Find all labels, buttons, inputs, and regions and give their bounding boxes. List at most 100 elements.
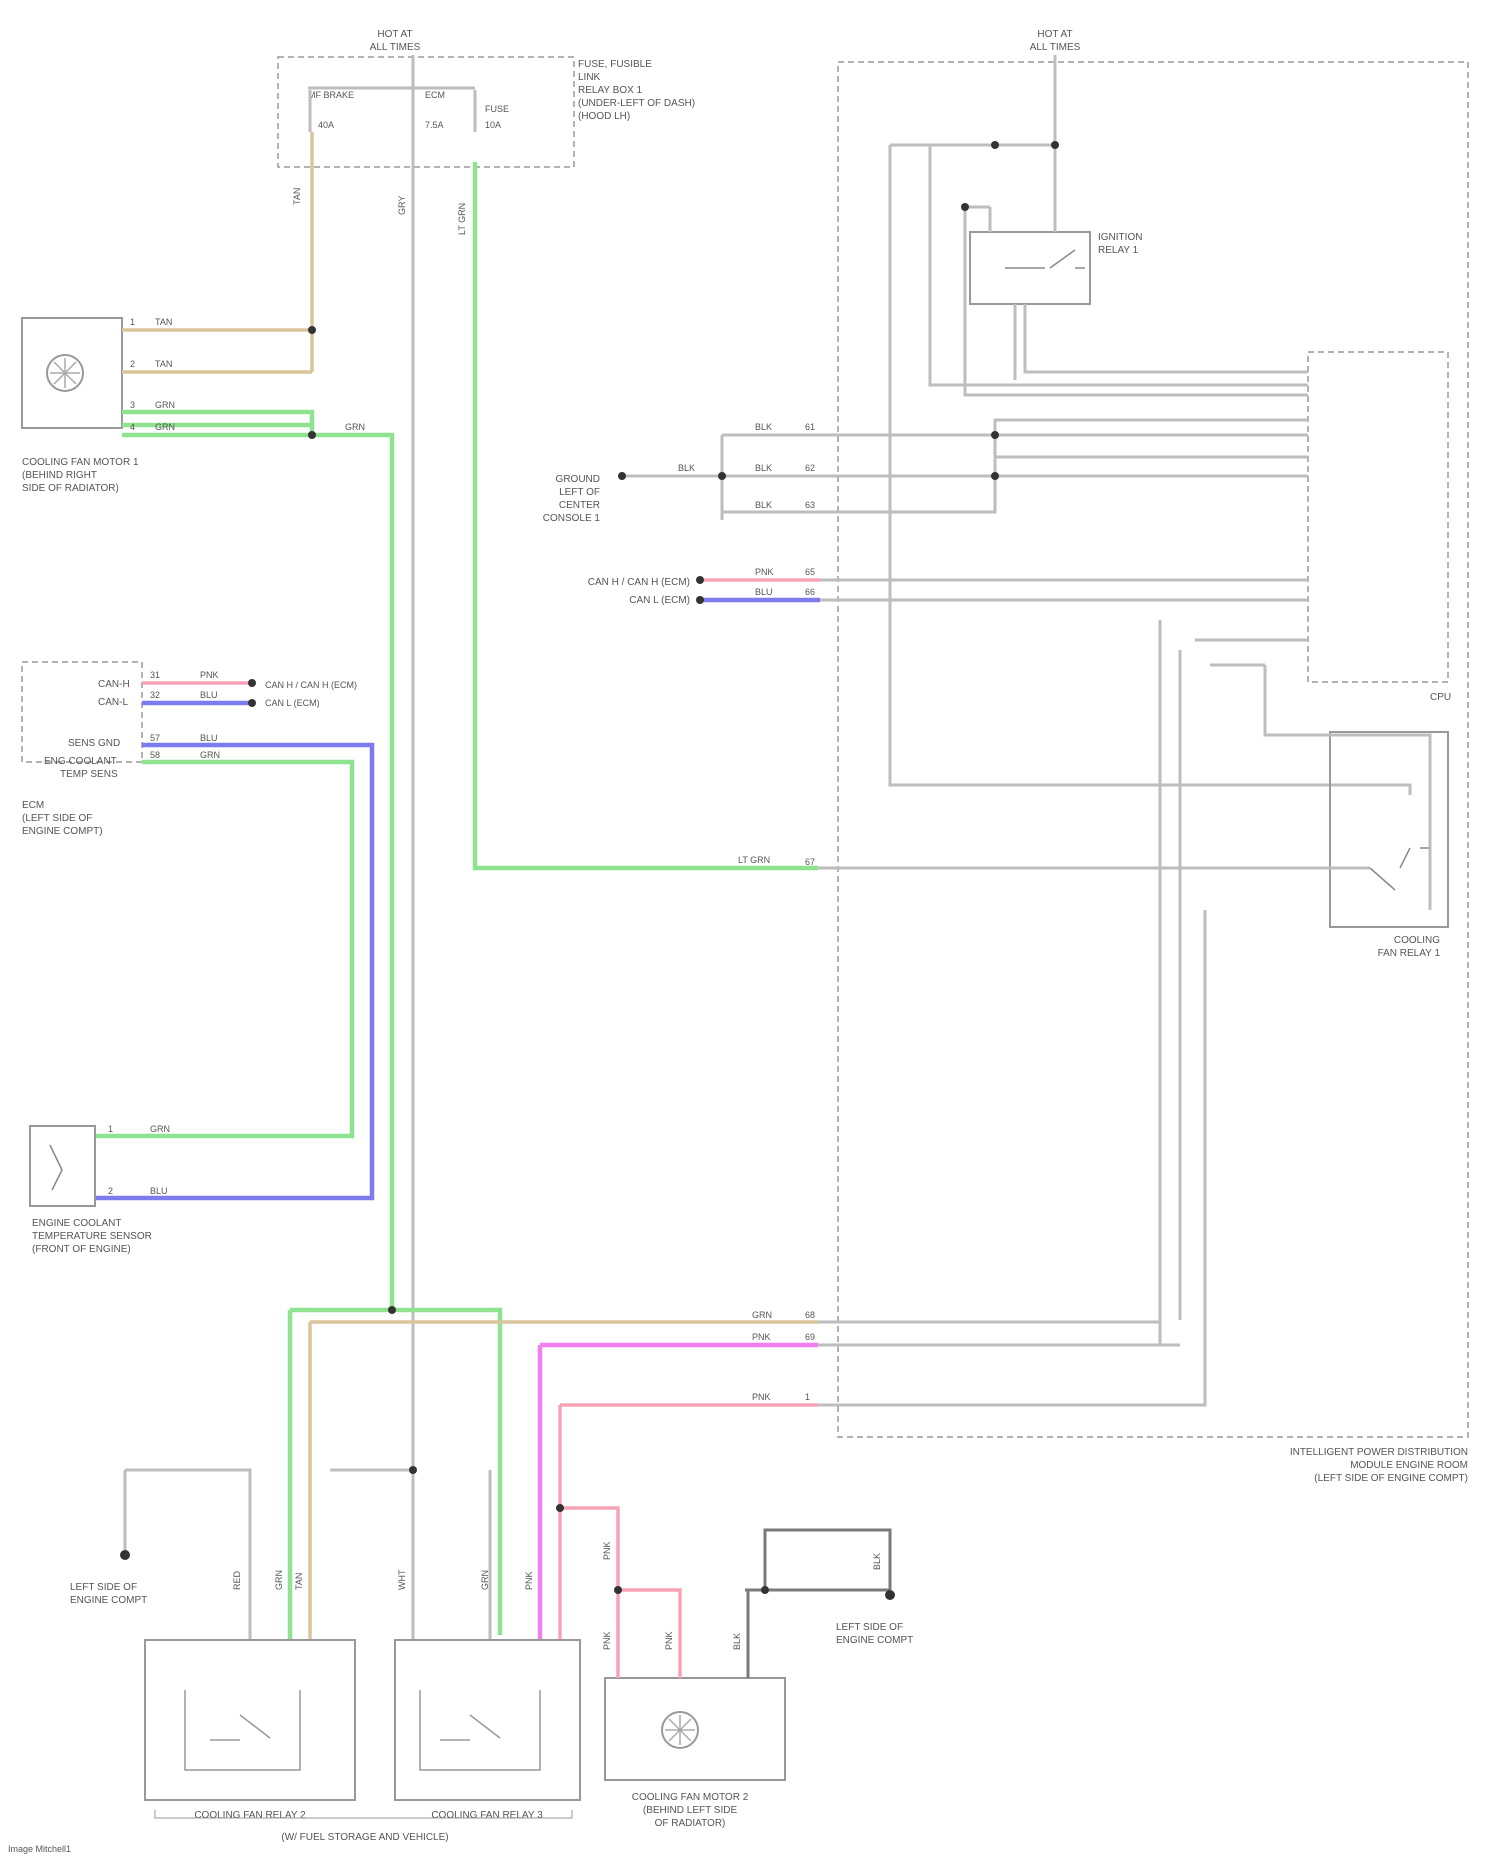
relay-switch-icon (420, 1690, 540, 1770)
ect-sensor-label: ENGINE COOLANT TEMPERATURE SENSOR (FRONT… (32, 1218, 152, 1255)
svg-text:LT GRN: LT GRN (457, 203, 467, 235)
wire-blu-ect (95, 745, 372, 1198)
svg-text:WHT: WHT (397, 1569, 407, 1590)
svg-text:GRN: GRN (200, 750, 220, 760)
svg-text:ALL TIMES: ALL TIMES (370, 42, 421, 53)
svg-text:ENGINE COMPT: ENGINE COMPT (836, 1635, 913, 1646)
fuse-box-label: FUSE, FUSIBLE LINK RELAY BOX 1 (UNDER-LE… (578, 59, 695, 122)
svg-text:COOLING FAN MOTOR 2: COOLING FAN MOTOR 2 (632, 1792, 749, 1803)
ecm-label: ECM (LEFT SIDE OF ENGINE COMPT) (22, 800, 103, 837)
svg-text:BLK: BLK (678, 463, 695, 473)
svg-text:58: 58 (150, 750, 160, 760)
cooling-fan-motor-2 (605, 1678, 785, 1780)
fuse-three: FUSE 10A (485, 104, 509, 130)
splice-dot (696, 576, 704, 584)
wire-grn-bus (290, 1310, 500, 1635)
svg-text:GRN: GRN (752, 1310, 772, 1320)
svg-text:FUSE: FUSE (485, 104, 509, 114)
ipdm-label: INTELLIGENT POWER DISTRIBUTION MODULE EN… (1290, 1447, 1468, 1484)
svg-text:TAN: TAN (294, 1573, 304, 1590)
ground-bottom-left-label: LEFT SIDE OF ENGINE COMPT (70, 1582, 147, 1606)
splice-dot (991, 431, 999, 439)
svg-text:FUSE, FUSIBLE: FUSE, FUSIBLE (578, 59, 652, 70)
svg-text:7.5A: 7.5A (425, 120, 444, 130)
relay-block-1-label: COOLING FAN RELAY 2 (194, 1810, 306, 1821)
svg-text:PNK: PNK (664, 1631, 674, 1650)
svg-text:2: 2 (130, 359, 135, 369)
svg-text:PNK: PNK (602, 1631, 612, 1650)
fuse-bus-wire (308, 55, 475, 90)
svg-text:GRN: GRN (150, 1124, 170, 1134)
svg-text:ENGINE COOLANT: ENGINE COOLANT (32, 1218, 121, 1229)
svg-text:PNK: PNK (752, 1392, 771, 1402)
cooling-fan-relay-3 (395, 1640, 580, 1800)
svg-text:CAN L (ECM): CAN L (ECM) (265, 698, 320, 708)
svg-text:BLU: BLU (755, 587, 773, 597)
svg-text:COOLING FAN MOTOR 1: COOLING FAN MOTOR 1 (22, 457, 139, 468)
svg-text:CAN-H: CAN-H (98, 679, 130, 690)
svg-text:(BEHIND LEFT SIDE: (BEHIND LEFT SIDE (643, 1805, 738, 1816)
splice-dot (248, 699, 256, 707)
cooling-fan-motor-2-label: COOLING FAN MOTOR 2 (BEHIND LEFT SIDE OF… (632, 1792, 749, 1829)
svg-text:GRN: GRN (274, 1570, 284, 1590)
svg-text:CENTER: CENTER (559, 500, 600, 511)
fuse-ecm: ECM 7.5A (425, 90, 445, 130)
wire-gnd-network (622, 420, 1308, 520)
svg-text:GRY: GRY (397, 196, 407, 215)
splice-dot (614, 1586, 622, 1594)
relay-switch-icon (1005, 250, 1085, 268)
pin-label: 67 (805, 857, 815, 867)
fuse-mf-brake: MF BRAKE 40A (308, 90, 354, 130)
svg-text:MF BRAKE: MF BRAKE (308, 90, 354, 100)
svg-text:INTELLIGENT POWER DISTRIBUTION: INTELLIGENT POWER DISTRIBUTION (1290, 1447, 1468, 1458)
svg-text:IGNITION: IGNITION (1098, 232, 1142, 243)
svg-text:BLK: BLK (755, 463, 772, 473)
svg-text:LEFT OF: LEFT OF (559, 487, 600, 498)
svg-text:CONSOLE 1: CONSOLE 1 (543, 513, 601, 524)
splice-dot (388, 1306, 396, 1314)
svg-text:BLK: BLK (755, 422, 772, 432)
cpu-box (1308, 352, 1448, 682)
svg-text:1: 1 (108, 1124, 113, 1134)
relay-supply-wires (125, 1470, 490, 1640)
svg-text:COOLING: COOLING (1394, 935, 1440, 946)
svg-text:TEMPERATURE SENSOR: TEMPERATURE SENSOR (32, 1231, 152, 1242)
svg-text:61: 61 (805, 422, 815, 432)
splice-dot (718, 472, 726, 480)
ecm-pin-names: CAN-H CAN-L SENS GND ENG COOLANT TEMP SE… (44, 679, 130, 780)
svg-text:1: 1 (130, 317, 135, 327)
splice-dot (991, 472, 999, 480)
svg-text:LINK: LINK (578, 72, 601, 83)
splice-dot (961, 203, 969, 211)
svg-text:(FRONT OF ENGINE): (FRONT OF ENGINE) (32, 1244, 131, 1255)
fan2-wire-labels: PNK PNK PNK BLK BLK (602, 1541, 882, 1650)
fan-blade-icon (50, 358, 80, 388)
svg-text:BLK: BLK (872, 1553, 882, 1570)
svg-text:1: 1 (805, 1392, 810, 1402)
svg-text:PNK: PNK (755, 567, 774, 577)
ecm-can-labels: CAN H / CAN H (ECM) CAN L (ECM) (265, 680, 357, 708)
svg-text:ENGINE COMPT: ENGINE COMPT (70, 1595, 147, 1606)
svg-text:BLU: BLU (200, 690, 218, 700)
svg-text:ALL TIMES: ALL TIMES (1030, 42, 1081, 53)
svg-text:RELAY BOX 1: RELAY BOX 1 (578, 85, 643, 96)
bus-internal-wires (818, 910, 1205, 1405)
svg-text:63: 63 (805, 500, 815, 510)
fuse-relay-box (278, 57, 574, 167)
splice-dot (618, 472, 626, 480)
relay-drop-labels: RED GRN TAN WHT GRN PNK (232, 1569, 534, 1590)
svg-text:OF RADIATOR): OF RADIATOR) (655, 1818, 726, 1829)
svg-text:65: 65 (805, 567, 815, 577)
svg-text:CAN L (ECM): CAN L (ECM) (629, 595, 690, 606)
svg-text:TAN: TAN (155, 317, 172, 327)
top-right-supply-label: HOT AT ALL TIMES (1030, 29, 1081, 53)
wire-lt-grn (475, 162, 818, 868)
relay-switch-icon (185, 1690, 300, 1770)
svg-text:HOT AT: HOT AT (377, 29, 412, 40)
svg-text:ENG COOLANT: ENG COOLANT (44, 756, 117, 767)
svg-text:(UNDER-LEFT OF DASH): (UNDER-LEFT OF DASH) (578, 98, 695, 109)
svg-text:BLU: BLU (150, 1186, 168, 1196)
svg-text:BLK: BLK (755, 500, 772, 510)
wire-grn-ect (95, 762, 352, 1136)
splice-dot (1051, 141, 1059, 149)
